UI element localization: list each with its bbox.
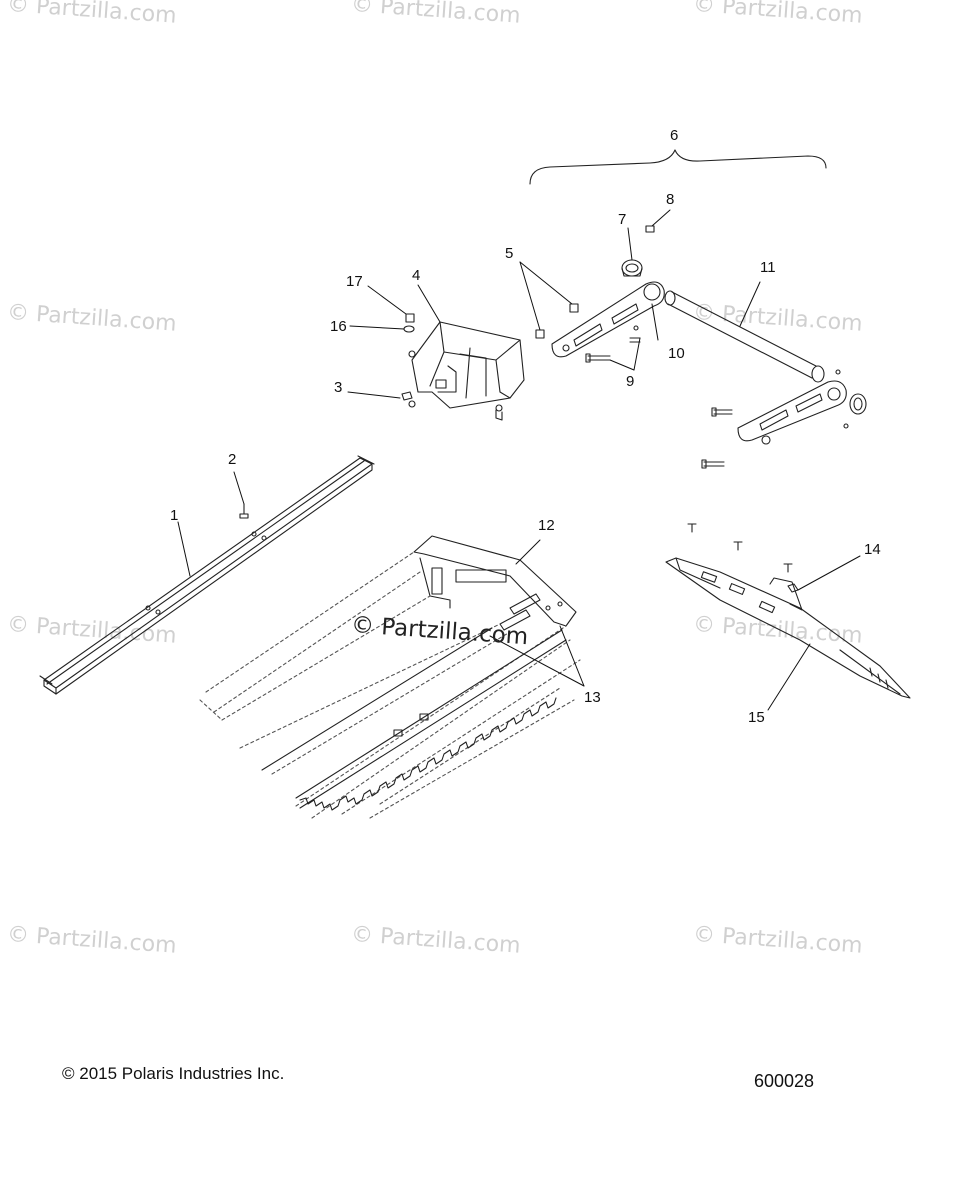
callout-6: 6 [670,127,678,144]
skid-part-15 [665,557,911,699]
washer-part-16 [403,325,415,333]
nut-part-8 [645,225,655,233]
group-bracket [529,149,827,185]
copyright-notice: © 2015 Polaris Industries Inc. [62,1064,285,1083]
callout-8: 8 [666,191,674,208]
leader-lines [177,209,861,711]
arm-part-10 [551,281,665,358]
callout-3: 3 [334,379,342,396]
callout-11: 11 [760,259,776,276]
tunnel-outline [199,551,581,819]
nut-part-17 [405,313,415,323]
callout-15: 15 [748,709,765,726]
screw-part-2 [239,503,249,519]
callout-4: 4 [412,267,420,284]
plate-part-12 [413,535,577,631]
arm-right [701,369,867,469]
callout-12: 12 [538,517,555,534]
callout-14: 14 [864,541,881,558]
tube-part-11 [664,290,825,383]
callout-10: 10 [668,345,685,362]
housing-part-4 [408,321,525,421]
callout-1: 1 [170,507,178,524]
figure-number: 600028 [754,1071,815,1091]
wheel-part-7 [621,259,643,277]
callout-16: 16 [330,318,347,335]
nut-part-3 [401,391,416,408]
callout-9: 9 [626,373,634,390]
callout-7: 7 [618,211,626,228]
callout-13: 13 [584,689,601,706]
rail-part-13 [261,627,567,811]
callout-2: 2 [228,451,236,468]
rail-part-1 [39,455,375,695]
bolt-part-9 [585,337,641,363]
callout-5: 5 [505,245,513,262]
nut-part-5 [535,303,579,339]
callout-17: 17 [346,273,363,290]
